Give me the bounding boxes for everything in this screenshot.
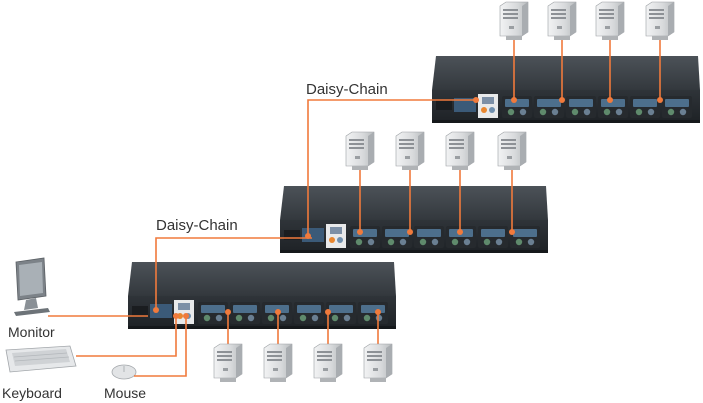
- port-dots-bottom: [225, 309, 381, 315]
- port-dots-middle: [357, 229, 515, 235]
- keyboard-icon: [5, 345, 77, 373]
- server-icon: [395, 131, 425, 171]
- mouse-label: Mouse: [104, 385, 146, 401]
- keyboard-label: Keyboard: [2, 385, 62, 401]
- server-icon: [213, 343, 243, 383]
- daisy-chain-label-lower: Daisy-Chain: [156, 217, 238, 234]
- server-icon: [363, 343, 393, 383]
- daisy-chain-cable-lower: [153, 237, 312, 313]
- server-icon: [263, 343, 293, 383]
- kvm-switch-middle: [280, 186, 548, 253]
- daisy-chain-label-upper: Daisy-Chain: [306, 81, 388, 98]
- server-group-top: [499, 1, 675, 41]
- cables-middle-servers: [359, 170, 513, 232]
- mouse-icon: [111, 364, 137, 380]
- console-cables: [48, 313, 189, 377]
- server-icon: [313, 343, 343, 383]
- daisy-chain-cable-upper: [305, 97, 479, 239]
- server-icon: [445, 131, 475, 171]
- cables-bottom-servers: [227, 312, 379, 346]
- server-icon: [595, 1, 625, 41]
- server-icon: [345, 131, 375, 171]
- monitor-label: Monitor: [8, 324, 55, 340]
- server-icon: [497, 131, 527, 171]
- server-icon: [547, 1, 577, 41]
- monitor-icon: [14, 257, 50, 316]
- server-icon: [645, 1, 675, 41]
- port-dots-top: [511, 97, 663, 103]
- server-icon: [499, 1, 529, 41]
- kvm-switch-bottom: [128, 262, 396, 329]
- cables-top-servers: [513, 40, 661, 100]
- server-group-bottom: [213, 343, 393, 383]
- server-group-middle: [345, 131, 527, 171]
